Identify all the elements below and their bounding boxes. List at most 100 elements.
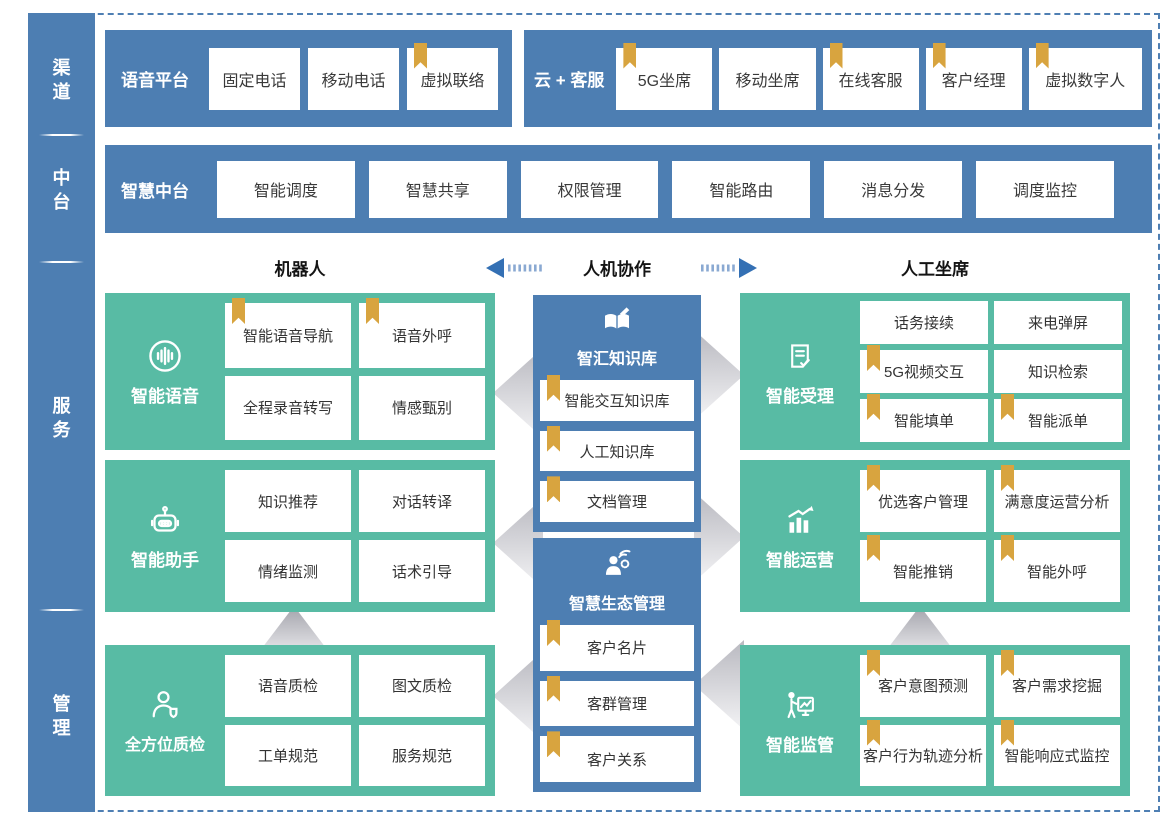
presenter-board-icon [781, 686, 819, 724]
chevron-right-icon [694, 330, 744, 420]
feature-cell: 话务接续 [860, 301, 988, 344]
dashed-arrow-left-icon [486, 258, 542, 278]
cloud-service-boxes: 5G坐席 移动坐席 在线客服 客户经理 虚拟数字人 [616, 42, 1142, 110]
feature-cell: 智能语音导航 [225, 298, 351, 368]
human-machine-label: 人机协作 [583, 260, 651, 279]
feature-cell: 文档管理 [540, 476, 694, 523]
quality-check-cells: 语音质检 图文质检 工单规范 服务规范 [225, 645, 495, 796]
bookmark-ribbon [867, 719, 880, 746]
person-network-icon [600, 548, 634, 587]
smart-assistant-cells: 知识推荐 对话转译 情绪监测 话术引导 [225, 460, 495, 612]
robot-icon [146, 501, 184, 539]
feature-cell: 客户名片 [540, 620, 694, 671]
voice-wave-icon [146, 337, 184, 375]
channel-box: 虚拟联络 [407, 42, 498, 110]
block-title: 全方位质检 [124, 737, 205, 754]
bookmark-ribbon [547, 375, 560, 401]
feature-cell: 知识推荐 [225, 470, 351, 532]
feature-cell: 优选客户管理 [860, 465, 986, 532]
smart-assistant-block: 智能助手 知识推荐 对话转译 情绪监测 话术引导 [105, 460, 495, 612]
bookmark-ribbon [414, 42, 427, 69]
bookmark-ribbon [1001, 650, 1014, 676]
smart-middle-boxes: 智能调度 智慧共享 权限管理 智能路由 消息分发 调度监控 [217, 160, 1114, 218]
layer-label-management: 管理 [52, 694, 71, 738]
channel-box: 5G坐席 [616, 42, 713, 110]
book-pencil-icon [601, 305, 633, 342]
smart-acceptance-block: 智能受理 话务接续 来电弹屏 5G视频交互 知识检索 智能填单 智能派单 [740, 293, 1130, 450]
bookmark-ribbon [366, 298, 379, 324]
smart-operation-block: 智能运营 优选客户管理 满意度运营分析 智能推销 智能外呼 [740, 460, 1130, 612]
feature-cell: 情感甄别 [359, 375, 485, 440]
feature-cell: 客群管理 [540, 675, 694, 727]
chevron-left-icon [493, 498, 543, 588]
bookmark-ribbon [547, 731, 560, 758]
ecology-management-header: 智慧生态管理 [533, 538, 701, 620]
bookmark-ribbon [232, 298, 245, 324]
channel-box: 移动坐席 [719, 47, 816, 110]
smart-supervision-side: 智能监管 [740, 645, 860, 796]
person-badge-icon [146, 686, 184, 724]
platform-box: 调度监控 [976, 160, 1114, 218]
bookmark-ribbon [867, 465, 880, 491]
feature-cell: 客户需求挖掘 [994, 650, 1120, 717]
voice-platform-band: 语音平台 固定电话 移动电话 虚拟联络 [105, 30, 512, 127]
feature-cell: 客户关系 [540, 731, 694, 783]
band-title: 语音平台 [121, 71, 189, 90]
ecology-management-rows: 客户名片 客群管理 客户关系 [533, 620, 701, 792]
smart-operation-cells: 优选客户管理 满意度运营分析 智能推销 智能外呼 [860, 460, 1130, 612]
block-title: 智能运营 [766, 551, 834, 570]
feature-cell: 全程录音转写 [225, 375, 351, 440]
platform-box: 消息分发 [824, 160, 963, 218]
layer-label-channel: 渠道 [52, 58, 71, 102]
feature-cell: 语音质检 [225, 655, 351, 717]
channel-box: 移动电话 [308, 47, 399, 110]
smart-voice-cells: 智能语音导航 语音外呼 全程录音转写 情感甄别 [225, 293, 495, 450]
agent-column-label: 人工坐席 [901, 260, 969, 279]
layer-label-service: 服务 [52, 396, 71, 440]
smart-assistant-side: 智能助手 [105, 460, 225, 612]
bookmark-ribbon [547, 476, 560, 503]
bookmark-ribbon [867, 394, 880, 420]
band-title: 智慧中台 [121, 181, 189, 201]
feature-cell: 5G视频交互 [860, 345, 988, 393]
platform-box: 权限管理 [520, 160, 659, 218]
bookmark-ribbon [623, 42, 637, 69]
smart-acceptance-cells: 话务接续 来电弹屏 5G视频交互 知识检索 智能填单 智能派单 [860, 293, 1130, 450]
feature-cell: 知识检索 [994, 350, 1122, 393]
cloud-service-band: 云 + 客服 5G坐席 移动坐席 在线客服 客户经理 虚拟数字人 [524, 30, 1152, 127]
feature-cell: 话术引导 [359, 540, 485, 602]
layer-sidebar: 渠道 中台 服务 管理 [28, 13, 95, 812]
smart-acceptance-side: 智能受理 [740, 293, 860, 450]
smart-supervision-block: 智能监管 客户意图预测 客户需求挖掘 客户行为轨迹分析 智能响应式监控 [740, 645, 1130, 796]
block-title: 智慧生态管理 [568, 596, 665, 613]
platform-box: 智能调度 [217, 160, 355, 218]
quality-check-block: 全方位质检 语音质检 图文质检 工单规范 服务规范 [105, 645, 495, 796]
block-title: 智能监管 [766, 735, 834, 755]
feature-cell: 智能填单 [860, 394, 988, 442]
channel-box: 固定电话 [209, 47, 300, 110]
smart-supervision-cells: 客户意图预测 客户需求挖掘 客户行为轨迹分析 智能响应式监控 [860, 645, 1130, 796]
smart-middle-band: 智慧中台 智能调度 智慧共享 权限管理 智能路由 消息分发 调度监控 [105, 145, 1152, 233]
feature-cell: 情绪监测 [225, 540, 351, 602]
sidebar-divider [39, 609, 84, 611]
dashed-arrow-right-icon [701, 258, 757, 278]
feature-cell: 智能推销 [860, 535, 986, 602]
bookmark-ribbon [1001, 465, 1014, 491]
chevron-left-icon [493, 651, 543, 741]
channel-box: 客户经理 [925, 42, 1022, 110]
platform-box: 智慧共享 [368, 160, 507, 218]
triangle-up-icon [882, 606, 958, 656]
sidebar-divider [39, 134, 84, 136]
bookmark-ribbon [1001, 719, 1014, 746]
feature-cell: 智能交互知识库 [540, 375, 694, 421]
knowledge-base-block: 智汇知识库 智能交互知识库 人工知识库 文档管理 [533, 295, 701, 532]
chart-growth-icon [781, 501, 819, 539]
chevron-left-icon [493, 348, 543, 438]
chevron-right-icon [694, 492, 744, 582]
bookmark-ribbon [867, 650, 880, 676]
bookmark-ribbon [547, 675, 560, 702]
feature-cell: 人工知识库 [540, 425, 694, 472]
block-title: 智能受理 [766, 386, 834, 406]
feature-cell: 客户意图预测 [860, 650, 986, 717]
